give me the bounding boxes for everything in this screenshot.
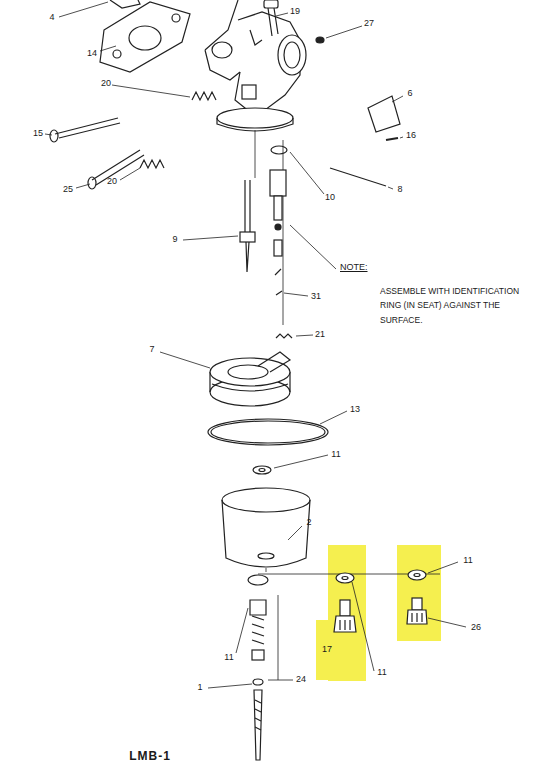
callout-number: 20 [101, 78, 111, 89]
callout-number: 24 [296, 674, 306, 685]
float [210, 352, 290, 406]
carburetor-body [205, 0, 306, 131]
callout-number: 17 [321, 644, 333, 655]
highlight [397, 545, 441, 641]
float-bowl [222, 488, 310, 567]
callout-number: 13 [350, 404, 360, 415]
o-ring [316, 37, 324, 43]
callout-number: 8 [397, 184, 402, 195]
callout-number: 11 [462, 555, 473, 566]
jet [334, 600, 356, 632]
shaft [330, 168, 386, 186]
screw [386, 138, 398, 140]
gasket [100, 2, 190, 72]
callout-number: 9 [172, 234, 177, 245]
plug [407, 598, 427, 624]
callout-number: 10 [325, 192, 335, 203]
callout-number: 27 [364, 18, 374, 29]
needle [240, 180, 255, 272]
callout-number: 21 [315, 329, 325, 340]
callout-number: 1 [197, 682, 202, 693]
part-4 [110, 0, 140, 8]
note-text: ASSEMBLE WITH IDENTIFICATION RING (IN SE… [380, 284, 540, 327]
callout-number: 19 [290, 6, 300, 17]
screw [92, 150, 144, 185]
drawing-code: LMB-1 [129, 749, 171, 764]
note-heading: NOTE: [340, 262, 368, 273]
leader-line [45, 2, 466, 688]
callout-number: 2 [306, 517, 311, 528]
callout-number: 25 [63, 184, 73, 195]
callout-number: 11 [224, 652, 233, 663]
callout-number: 11 [331, 449, 340, 460]
callout-number: 31 [311, 291, 321, 302]
gasket-hole [129, 26, 161, 50]
callout-number: 26 [470, 622, 482, 633]
callout-number: 11 [376, 667, 387, 678]
washer [248, 575, 268, 585]
nozzle [270, 170, 286, 295]
bowl-screw [250, 600, 266, 760]
highlight [316, 620, 336, 680]
callout-number: 4 [49, 12, 54, 23]
callout-number: 14 [87, 48, 97, 59]
bowl-gasket [208, 419, 328, 445]
throttle-plate [368, 96, 400, 132]
washer [253, 466, 271, 474]
washer [408, 570, 426, 580]
callout-number: 7 [149, 344, 154, 355]
pin [268, 8, 278, 36]
spring [276, 334, 292, 338]
callout-number: 20 [107, 176, 117, 187]
spring [140, 92, 216, 168]
callout-number: 15 [33, 128, 43, 139]
callout-number: 6 [407, 88, 412, 99]
callout-number: 16 [406, 130, 416, 141]
washer [336, 573, 354, 583]
